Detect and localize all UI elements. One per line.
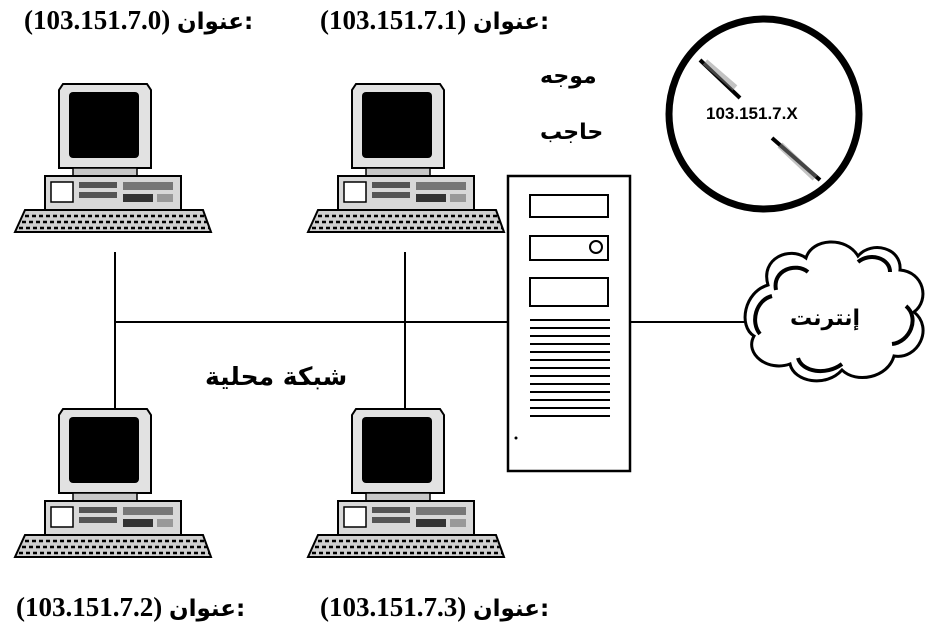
internet-cloud-icon — [743, 240, 925, 383]
computer-address-label: (103.151.7.2) عنوان: — [16, 592, 246, 622]
subnet-label: 103.151.7.X — [706, 104, 798, 123]
subnet-circle-icon — [665, 15, 863, 213]
computer-address-label: (103.151.7.1) عنوان: — [320, 5, 550, 35]
router-server-icon — [506, 174, 632, 473]
network-wires — [114, 252, 745, 410]
computer-icon — [306, 82, 506, 234]
router-label-line1: موجه — [540, 64, 597, 89]
computer-icon — [13, 82, 213, 234]
internet-label: إنترنت — [790, 306, 861, 331]
computer-icon — [306, 407, 506, 559]
computer-address-label: (103.151.7.3) عنوان: — [320, 592, 550, 622]
computer-address-label: (103.151.7.0) عنوان: — [24, 5, 254, 35]
lan-label: شبكة محلية — [205, 362, 348, 391]
computer-icon — [13, 407, 213, 559]
router-label-line2: حاجب — [540, 120, 604, 145]
